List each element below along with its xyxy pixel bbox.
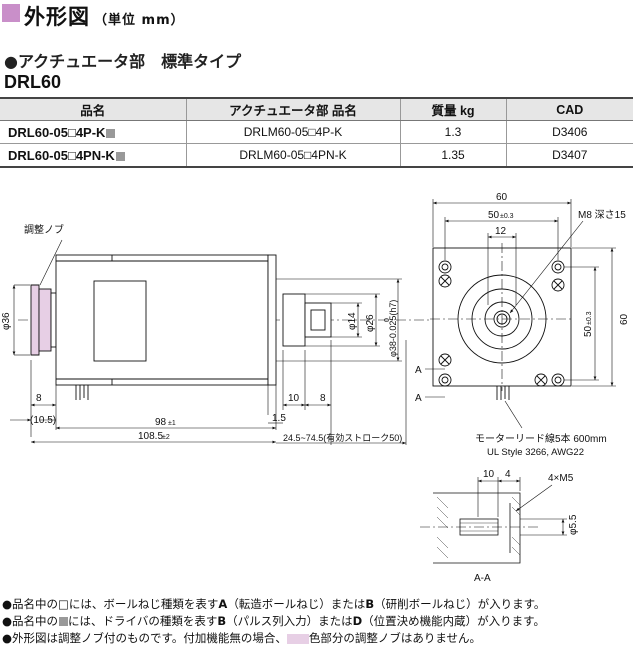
dimension-drawing: 調整ノブ φ36 8 (10.5) 98 ±1 108.5 ±2 1.5 10 …: [1, 192, 630, 584]
cell-cad: D3407: [505, 143, 633, 168]
section-subheading: ●アクチュエータ部 標準タイプ: [4, 52, 242, 71]
table-header-row: 品名 アクチュエータ部 品名 質量 kg CAD: [0, 97, 633, 121]
lead-wire-spec: UL Style 3266, AWG22: [487, 447, 584, 458]
rod-flat: [310, 309, 326, 331]
dim-phi36: φ36: [1, 312, 12, 330]
dim-60-right: 60: [619, 313, 630, 325]
tapped-hole: [534, 373, 548, 387]
section-dimensions: [477, 477, 567, 536]
dim-50: 50: [488, 210, 500, 221]
front-view: [430, 243, 574, 400]
dim-phi14: φ14: [347, 312, 358, 330]
stroke-label: 24.5~74.5(有効ストローク50): [283, 432, 402, 443]
flange-circle: [457, 274, 547, 364]
note-3: ●外形図は調整ノブ付のものです。付加機能無の場合、色部分の調整ノブはありません。: [2, 631, 482, 645]
tol-50-right: ±0.3: [586, 311, 593, 325]
cell-actuator: DRLM60-05□4P-K: [185, 120, 400, 144]
dim-1-5: 1.5: [272, 413, 286, 424]
dim-phi5-5: φ5.5: [568, 514, 579, 535]
dim-12: 12: [495, 226, 507, 237]
section-labels: 10 4 4×M5 φ5.5 A-A: [474, 469, 579, 584]
knob-color-swatch: [286, 633, 309, 644]
front-flange: [267, 254, 277, 386]
title-unit: （単位 mm）: [94, 13, 185, 28]
col-header-mass: 質量 kg: [399, 97, 506, 121]
knob-label: 調整ノブ: [24, 223, 64, 236]
col-header-product: 品名: [0, 97, 186, 121]
tapped-hole: [551, 278, 565, 292]
driver-type-box: [106, 128, 116, 138]
cell-mass: 1.35: [399, 143, 506, 168]
cell-mass: 1.3: [399, 120, 506, 144]
dim-108-5: 108.5: [138, 431, 163, 442]
side-view-dimensions: [10, 239, 407, 445]
tapped-hole: [438, 274, 452, 288]
rod-circle: [484, 301, 520, 337]
dim-10-section: 10: [483, 469, 495, 480]
spec-table: 品名 アクチュエータ部 品名 質量 kg CAD DRL60-05□4P-K D…: [0, 97, 633, 168]
dim-10: 10: [288, 393, 300, 404]
dim-phi38: φ38-0.025(h7): [388, 300, 398, 357]
actuator-body: [55, 254, 269, 386]
front-view-labels: 60 50 ±0.3 12 M8 深さ15 50 ±0.3 60 A A モータ…: [415, 192, 630, 458]
side-view: [18, 254, 430, 400]
m8-hole: [493, 310, 511, 328]
driver-type-box: [59, 617, 69, 626]
col-header-actuator: アクチュエータ部 品名: [185, 97, 400, 121]
pilot-boss: [282, 293, 306, 347]
knob-rim: [30, 284, 40, 356]
m5-callout: 4×M5: [548, 473, 574, 484]
note-1: ●品名中の□には、ボールねじ種類を表すA（転造ボールねじ）またはB（研削ボールね…: [2, 597, 546, 611]
m8-callout: M8 深さ15: [578, 209, 626, 221]
page-title: 外形図 （単位 mm）: [24, 1, 185, 31]
dim-98: 98: [155, 417, 167, 428]
lead-wire-label: モーターリード線5本 600mm: [475, 432, 607, 445]
driver-type-box: [115, 151, 125, 161]
side-view-labels: 調整ノブ φ36 8 (10.5) 98 ±1 108.5 ±2 1.5 10 …: [1, 223, 402, 443]
pilot-circle: [471, 288, 533, 350]
knob-hub: [50, 292, 57, 348]
model-name: DRL60: [4, 72, 62, 92]
cell-product: DRL60-05□4P-K: [0, 120, 186, 144]
mounting-hole: [438, 260, 452, 274]
col-header-cad: CAD: [505, 97, 633, 121]
dim-8-left: 8: [36, 393, 42, 404]
adjustment-knob: [38, 288, 52, 352]
tol-108-5: ±2: [162, 434, 170, 441]
note-2: ●品名中のには、ドライバの種類を表すB（パルス列入力）またはD（位置決め機能内蔵…: [2, 614, 545, 628]
tol-50: ±0.3: [500, 213, 514, 220]
cover-plate: [93, 280, 147, 362]
dim-50-right: 50: [583, 325, 594, 337]
tol-98: ±1: [168, 420, 176, 427]
dim-10-5: (10.5): [30, 415, 56, 426]
front-view-dimensions: [425, 199, 616, 429]
title-marker: [2, 4, 20, 22]
section-aa: [420, 492, 538, 564]
cell-actuator: DRLM60-05□4PN-K: [185, 143, 400, 168]
cell-cad: D3406: [505, 120, 633, 144]
section-mark-a: A: [415, 393, 422, 404]
section-label: A-A: [474, 573, 491, 584]
dim-phi26: φ26: [365, 314, 376, 332]
dim-4-section: 4: [505, 469, 511, 480]
dim-60-top: 60: [496, 192, 508, 203]
table-row: DRL60-05□4PN-K DRLM60-05□4PN-K 1.35 D340…: [0, 143, 633, 168]
dim-8-right: 8: [320, 393, 326, 404]
title-text: 外形図: [24, 5, 90, 29]
section-mark-a: A: [415, 365, 422, 376]
table-row: DRL60-05□4P-K DRLM60-05□4P-K 1.3 D3406: [0, 120, 633, 144]
mounting-hole: [438, 373, 452, 387]
cell-product: DRL60-05□4PN-K: [0, 143, 186, 168]
tapped-hole: [438, 353, 452, 367]
dim-phi38-upper: 0: [384, 318, 391, 322]
